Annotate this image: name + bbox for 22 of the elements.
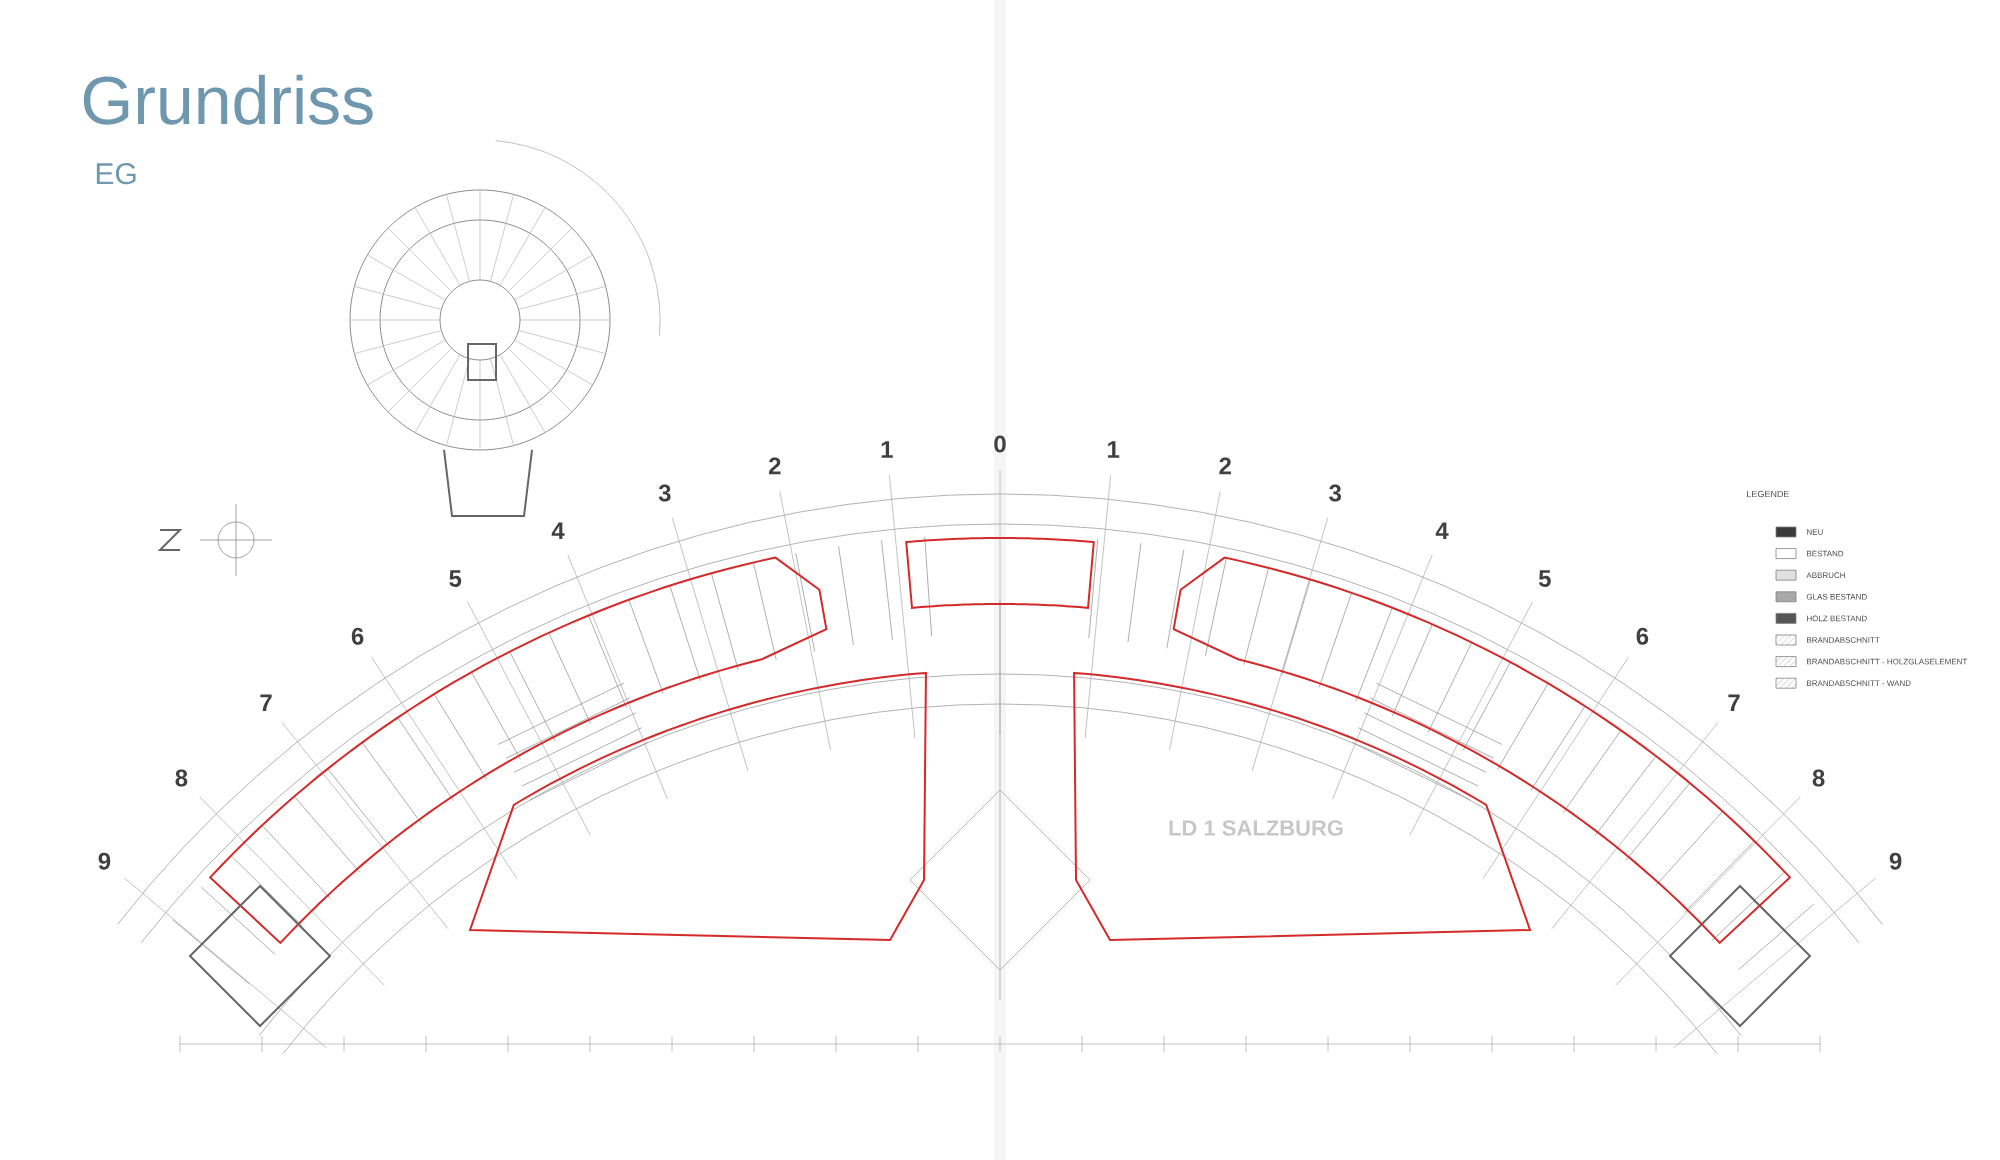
axis-number: 5: [1538, 570, 1551, 587]
axis-number: 6: [351, 627, 364, 645]
axis-number: 6: [1636, 627, 1649, 645]
axis-number: 7: [260, 694, 272, 712]
axis-number: 3: [1329, 484, 1341, 502]
axis-number: 8: [175, 769, 188, 787]
axis-number: 8: [1812, 769, 1825, 787]
axis-number: 5: [449, 570, 462, 587]
axis-number: 7: [1728, 694, 1740, 712]
axis-number: 9: [98, 852, 111, 870]
axis-number: 4: [1435, 522, 1449, 540]
axis-number: 9: [1889, 852, 1902, 870]
axis-number: 2: [769, 457, 781, 475]
subtitle: EG: [96, 163, 136, 185]
room-label: LD 1 SALZBURG: [1169, 820, 1343, 836]
axis-number: 1: [1108, 441, 1120, 458]
axis-number: 0: [994, 435, 1006, 453]
axis-number: 4: [551, 522, 565, 540]
axis-number: 1: [881, 441, 893, 458]
title: Grundriss: [83, 74, 373, 125]
axis-number: 2: [1219, 457, 1231, 475]
axis-number: 3: [658, 484, 671, 502]
